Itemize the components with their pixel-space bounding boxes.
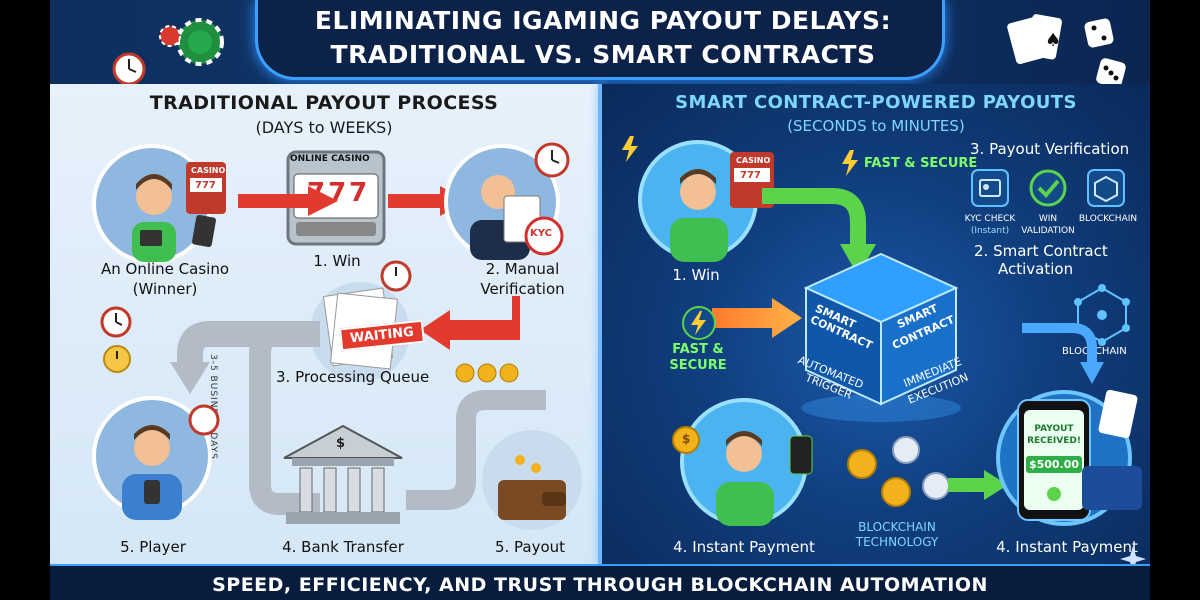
infographic: ♠ ELIMINATING IGAMING PAYOUT DELAYS: TRA… bbox=[50, 0, 1150, 600]
dice-icon bbox=[1084, 18, 1126, 88]
kyc-check-line-2: (Instant) bbox=[970, 226, 1010, 236]
smart-heading: SMART CONTRACT-POWERED PAYOUTS bbox=[675, 92, 1077, 113]
blockchain-tech-line-1: BLOCKCHAIN bbox=[858, 520, 936, 534]
footer-tagline: SPEED, EFFICIENCY, AND TRUST THROUGH BLO… bbox=[212, 574, 988, 596]
smart-step-1: 1. Win bbox=[672, 266, 720, 284]
pipe-right-illustration bbox=[406, 390, 546, 510]
checkmark-icon bbox=[1029, 169, 1067, 207]
clock-icon bbox=[103, 345, 131, 373]
smart-step-2-line-1: 2. Smart Contract bbox=[974, 242, 1108, 260]
fast-secure-left-line-2: SECURE bbox=[669, 358, 727, 373]
instant-payment-player-illustration bbox=[672, 398, 813, 526]
header: ♠ ELIMINATING IGAMING PAYOUT DELAYS: TRA… bbox=[50, 0, 1150, 88]
pipeline-illustration bbox=[170, 321, 320, 515]
arrow-down-right-icon bbox=[1022, 323, 1104, 384]
crypto-coins-icon bbox=[847, 436, 950, 507]
fast-secure-left-line-1: FAST & bbox=[672, 342, 724, 357]
fast-secure-top: FAST & SECURE bbox=[864, 156, 978, 171]
payout-received-line-2: RECEIVED! bbox=[1027, 436, 1081, 446]
sparkle-icon bbox=[1120, 546, 1146, 572]
happy-winner-illustration bbox=[638, 140, 774, 262]
clock-icon bbox=[100, 306, 132, 338]
traditional-heading: TRADITIONAL PAYOUT PROCESS bbox=[149, 92, 499, 114]
title-banner: ELIMINATING IGAMING PAYOUT DELAYS: TRADI… bbox=[255, 0, 945, 80]
footer: SPEED, EFFICIENCY, AND TRUST THROUGH BLO… bbox=[50, 564, 1150, 600]
panel-divider bbox=[598, 84, 602, 564]
winner-casino-sign: CASINO bbox=[191, 166, 226, 175]
arrow-left-icon bbox=[420, 296, 520, 350]
kyc-stamp: KYC bbox=[530, 228, 552, 239]
clock-icon bbox=[112, 52, 146, 86]
traditional-step-5-payout: 5. Payout bbox=[494, 538, 566, 556]
smart-casino-sign: CASINO bbox=[736, 156, 771, 165]
win-validation-line-2: VALIDATION bbox=[1021, 226, 1075, 236]
winner-label-line-2: (Winner) bbox=[132, 280, 198, 298]
winner-label-line-1: An Online Casino bbox=[100, 260, 230, 278]
blockchain-cube-icon bbox=[1087, 169, 1125, 207]
blockchain-small-label: BLOCKCHAIN bbox=[1078, 214, 1138, 224]
smart-contract-panel: SMART CONTRACT-POWERED PAYOUTS (SECONDS … bbox=[602, 84, 1150, 572]
lightning-icon bbox=[622, 136, 638, 162]
win-validation-line-1: WIN bbox=[1038, 214, 1058, 224]
smart-step-3: 3. Payout Verification bbox=[970, 140, 1130, 158]
clock-icon bbox=[380, 260, 412, 292]
smart-step-4-left: 4. Instant Payment bbox=[673, 538, 815, 556]
traditional-step-2-line-1: 2. Manual bbox=[485, 260, 560, 278]
coins-icon bbox=[455, 363, 519, 383]
arrow-right-icon bbox=[712, 298, 802, 338]
sad-player-illustration bbox=[92, 396, 220, 520]
playing-cards-icon: ♠ bbox=[1007, 14, 1062, 64]
lightning-icon bbox=[842, 150, 858, 176]
wallet-payout-illustration bbox=[482, 430, 582, 530]
kyc-check-line-1: KYC CHECK bbox=[964, 214, 1016, 224]
arrow-right-icon bbox=[238, 186, 338, 216]
traditional-panel: TRADITIONAL PAYOUT PROCESS (DAYS to WEEK… bbox=[50, 84, 598, 564]
blockchain-tech-line-2: TECHNOLOGY bbox=[855, 535, 939, 549]
lightning-icon bbox=[682, 306, 716, 340]
smart-slot-reels: 777 bbox=[740, 170, 761, 181]
arrow-down-right-icon bbox=[762, 188, 876, 276]
traditional-step-1: 1. Win bbox=[313, 252, 361, 270]
bank-building-icon bbox=[283, 424, 403, 524]
online-casino-sign: ONLINE CASINO bbox=[290, 154, 370, 164]
traditional-step-3: 3. Processing Queue bbox=[276, 368, 430, 386]
coin-dollar-sign: $ bbox=[682, 432, 691, 446]
payout-amount: $500.00 bbox=[1026, 456, 1082, 473]
smart-step-2-line-2: Activation bbox=[998, 260, 1074, 278]
traditional-step-5-player: 5. Player bbox=[120, 538, 186, 556]
title-line-2: TRADITIONAL VS. SMART CONTRACTS bbox=[330, 40, 876, 69]
arrow-right-icon bbox=[948, 470, 1008, 500]
traditional-step-2-line-2: Verification bbox=[480, 280, 565, 298]
winner-slot-reels: 777 bbox=[195, 180, 216, 191]
smart-contract-cube-icon bbox=[801, 252, 961, 422]
payout-received-line-1: PAYOUT bbox=[1034, 424, 1074, 434]
smart-step-4-right: 4. Instant Payment bbox=[996, 538, 1138, 556]
manual-verifier-illustration bbox=[444, 142, 570, 260]
poker-chips-icon bbox=[159, 18, 224, 66]
title-line-1: ELIMINATING IGAMING PAYOUT DELAYS: bbox=[314, 6, 892, 35]
traditional-subheading: (DAYS to WEEKS) bbox=[255, 118, 393, 137]
svg-text:♠: ♠ bbox=[1045, 30, 1061, 51]
traditional-step-4: 4. Bank Transfer bbox=[282, 538, 404, 556]
bank-dollar-sign: $ bbox=[336, 436, 346, 451]
frustrated-winner-illustration bbox=[92, 144, 226, 264]
kyc-id-card-icon bbox=[971, 169, 1009, 207]
smart-subheading: (SECONDS to MINUTES) bbox=[787, 117, 965, 135]
